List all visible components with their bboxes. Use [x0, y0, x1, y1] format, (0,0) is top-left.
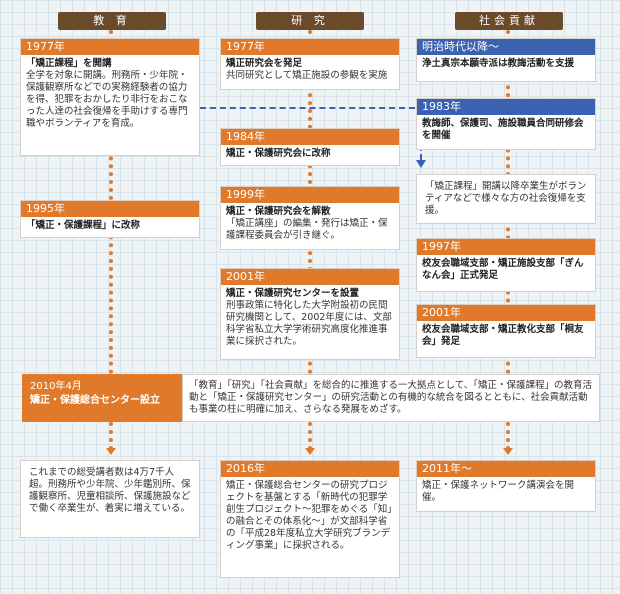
res-1977-box: 1977年 矯正研究会を発足 共同研究として矯正施設の参観を実施 — [220, 38, 400, 90]
soc-note-text: 「矯正課程」開講以降卒業生がボランティアなどで様々な方の社会復帰を支援。 — [425, 181, 587, 216]
edu-1977-box: 1977年 「矯正課程」を開講 全学を対象に開講。刑務所・少年院・保護観察所など… — [20, 38, 200, 156]
res-2001-text: 刑事政策に特化した大学附設初の民間研究機関として、2002年度には、文部科学省私… — [226, 300, 392, 347]
res-2016-box: 2016年 矯正・保護総合センターの研究プロジェクトを基盤とする「新時代の犯罪学… — [220, 460, 400, 578]
res-1999-text: 「矯正講座」の編集・発行は矯正・保護課程委員会が引き継ぐ。 — [226, 218, 388, 241]
res-1977-text: 共同研究として矯正施設の参観を実施 — [226, 70, 388, 81]
timeline-research-lower — [308, 422, 312, 450]
soc-1997-title: 校友会職域支部・矯正施設支部「ぎんなん会」正式発足 — [422, 258, 584, 281]
edu-1977-year: 1977年 — [21, 39, 199, 55]
res-1999-title: 矯正・保護研究会を解散 — [226, 206, 331, 217]
header-research: 研 究 — [256, 12, 364, 30]
edu-1995-title: 「矯正・保護課程」に改称 — [26, 220, 141, 231]
res-2001-box: 2001年 矯正・保護研究センターを設置 刑事政策に特化した大学附設初の民間研究… — [220, 268, 400, 360]
soc-2011-year: 2011年〜 — [417, 461, 595, 477]
soc-meiji-title: 浄土真宗本願寺派は教誨活動を支援 — [422, 58, 575, 69]
res-1999-box: 1999年 矯正・保護研究会を解散 「矯正講座」の編集・発行は矯正・保護課程委員… — [220, 186, 400, 250]
soc-2001-year: 2001年 — [417, 305, 595, 321]
connector-arrow — [416, 160, 426, 168]
hub-box: 2010年4月 矯正・保護総合センター設立 — [22, 374, 182, 422]
res-2001-title: 矯正・保護研究センターを設置 — [226, 288, 360, 299]
edu-1977-text: 全学を対象に開講。刑務所・少年院・保護観察所などでの実務経験者の協力を得、犯罪を… — [26, 70, 188, 129]
res-2016-text: 矯正・保護総合センターの研究プロジェクトを基盤とする「新時代の犯罪学創生プロジェ… — [226, 480, 393, 551]
timeline-social-lower — [506, 422, 510, 450]
soc-1983-box: 1983年 教誨師、保護司、施設職員合同研修会を開催 — [416, 98, 596, 150]
soc-2001-title: 校友会職域支部・矯正教化支部「桐友会」発足 — [422, 324, 584, 347]
res-1977-year: 1977年 — [221, 39, 399, 55]
header-social: 社会貢献 — [455, 12, 563, 30]
hub-description: 「教育」「研究」「社会貢献」を総合的に推進する一大拠点として、「矯正・保護課程」… — [182, 374, 600, 422]
connector-education-social — [200, 107, 415, 109]
res-1999-year: 1999年 — [221, 187, 399, 203]
soc-1983-title: 教誨師、保護司、施設職員合同研修会を開催 — [422, 118, 584, 141]
soc-1997-year: 1997年 — [417, 239, 595, 255]
arrow-research — [305, 448, 315, 455]
hub-title: 矯正・保護総合センター設立 — [30, 395, 160, 406]
edu-result-text: これまでの総受講者数は4万7千人超。刑務所や少年院、少年鑑別所、保護観察所、児童… — [29, 467, 191, 514]
res-2001-year: 2001年 — [221, 269, 399, 285]
soc-meiji-year: 明治時代以降〜 — [417, 39, 595, 55]
soc-note-box: 「矯正課程」開講以降卒業生がボランティアなどで様々な方の社会復帰を支援。 — [416, 174, 596, 224]
res-1977-title: 矯正研究会を発足 — [226, 58, 303, 69]
soc-1997-box: 1997年 校友会職域支部・矯正施設支部「ぎんなん会」正式発足 — [416, 238, 596, 292]
arrow-education — [106, 448, 116, 455]
res-1984-box: 1984年 矯正・保護研究会に改称 — [220, 128, 400, 166]
soc-meiji-box: 明治時代以降〜 浄土真宗本願寺派は教誨活動を支援 — [416, 38, 596, 82]
arrow-social — [503, 448, 513, 455]
res-2016-year: 2016年 — [221, 461, 399, 477]
edu-1995-year: 1995年 — [21, 201, 199, 217]
edu-result-box: これまでの総受講者数は4万7千人超。刑務所や少年院、少年鑑別所、保護観察所、児童… — [20, 460, 200, 538]
res-1984-title: 矯正・保護研究会に改称 — [226, 148, 331, 159]
soc-2011-box: 2011年〜 矯正・保護ネットワーク講演会を開催。 — [416, 460, 596, 512]
header-education: 教 育 — [58, 12, 166, 30]
edu-1995-box: 1995年 「矯正・保護課程」に改称 — [20, 200, 200, 238]
edu-1977-title: 「矯正課程」を開講 — [26, 58, 112, 69]
soc-2011-text: 矯正・保護ネットワーク講演会を開催。 — [422, 480, 575, 503]
hub-date: 2010年4月 — [30, 381, 82, 392]
res-1984-year: 1984年 — [221, 129, 399, 145]
timeline-education-lower — [109, 422, 113, 450]
soc-1983-year: 1983年 — [417, 99, 595, 115]
soc-2001-box: 2001年 校友会職域支部・矯正教化支部「桐友会」発足 — [416, 304, 596, 358]
